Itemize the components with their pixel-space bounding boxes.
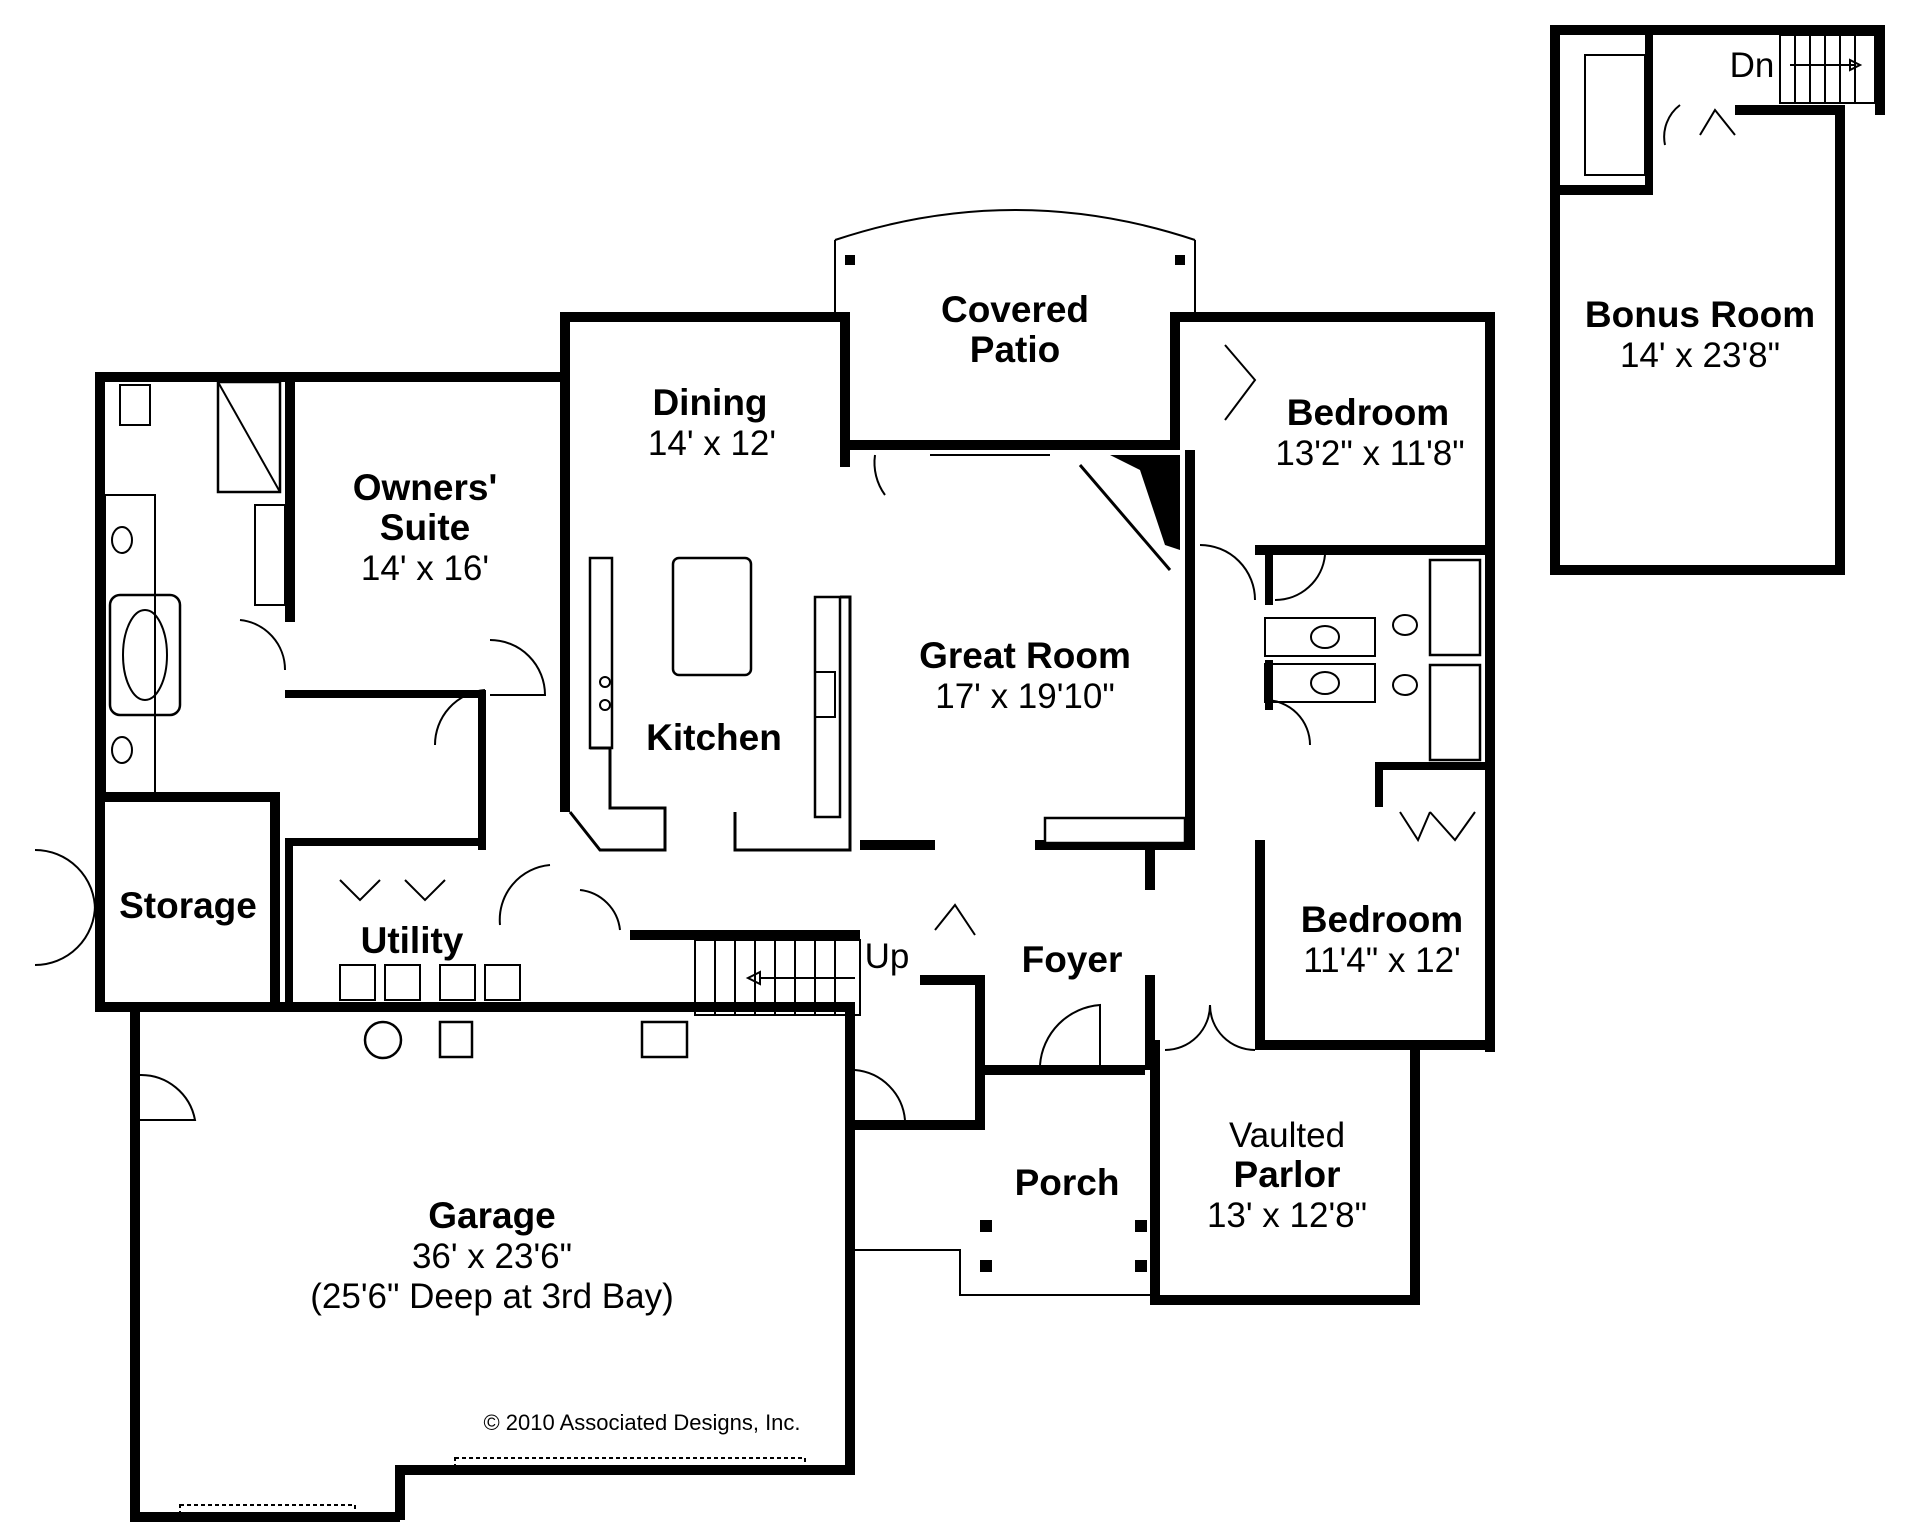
dining-label: Dining xyxy=(652,382,767,423)
bonus-stairs xyxy=(1584,34,1876,176)
storage-label: Storage xyxy=(119,885,257,926)
dining-size: 14' x 12' xyxy=(648,424,776,463)
covered-patio-label-2: Patio xyxy=(970,329,1060,370)
owners-suite-size: 14' x 16' xyxy=(361,549,489,588)
vaulted-parlor-size: 13' x 12'8" xyxy=(1207,1196,1367,1235)
vaulted-parlor-label-2: Parlor xyxy=(1234,1154,1341,1195)
utility-label: Utility xyxy=(361,920,464,961)
bathtub xyxy=(108,593,182,717)
bedroom-2-label: Bedroom xyxy=(1301,899,1463,940)
porch-posts xyxy=(855,1220,1150,1296)
doors xyxy=(34,104,1736,1121)
windows xyxy=(99,317,1830,1380)
bar-counter xyxy=(1043,816,1187,845)
room-labels: Covered Patio Dining 14' x 12' Owners' S… xyxy=(119,46,1815,1435)
kitchen-counter-left xyxy=(588,556,614,750)
stairs-up-label: Up xyxy=(865,937,910,976)
owners-bath-fixtures xyxy=(104,380,286,796)
stairs-down-label: Dn xyxy=(1730,46,1775,85)
hall-bath-fixtures xyxy=(1264,555,1485,807)
owners-suite-label-2: Suite xyxy=(380,507,470,548)
water-heater xyxy=(363,1020,403,1060)
shower-1 xyxy=(1428,558,1482,657)
covered-patio-label: Covered xyxy=(941,289,1089,330)
furnace xyxy=(438,1020,474,1059)
covered-patio-outline xyxy=(834,209,1196,312)
vaulted-parlor-label: Vaulted xyxy=(1229,1116,1345,1155)
bonus-room-label: Bonus Room xyxy=(1585,294,1815,335)
great-room-label: Great Room xyxy=(919,635,1131,676)
garage-size: 36' x 23'6" xyxy=(412,1237,572,1276)
great-room-size: 17' x 19'10" xyxy=(935,677,1115,716)
kitchen-fixtures xyxy=(568,556,852,852)
garage-label: Garage xyxy=(428,1195,556,1236)
main-stairs xyxy=(694,939,861,1016)
bonus-room-size: 14' x 23'8" xyxy=(1620,336,1780,375)
utility-fixtures xyxy=(339,964,521,1001)
kitchen-counter-right xyxy=(813,595,842,819)
copyright-text: © 2010 Associated Designs, Inc. xyxy=(483,1410,800,1435)
bedroom-1-label: Bedroom xyxy=(1287,392,1449,433)
garage-fixtures xyxy=(179,1020,806,1518)
bedroom-1-size: 13'2" x 11'8" xyxy=(1275,434,1464,473)
fireplace xyxy=(1078,455,1180,571)
bedroom-2-size: 11'4" x 12' xyxy=(1303,941,1460,980)
shower-2 xyxy=(1428,663,1482,762)
kitchen-label: Kitchen xyxy=(646,717,782,758)
garage-note: (25'6" Deep at 3rd Bay) xyxy=(310,1277,673,1316)
foyer-label: Foyer xyxy=(1022,939,1123,980)
owners-suite-label: Owners' xyxy=(353,467,498,508)
kitchen-island xyxy=(671,556,753,677)
porch-label: Porch xyxy=(1015,1162,1120,1203)
